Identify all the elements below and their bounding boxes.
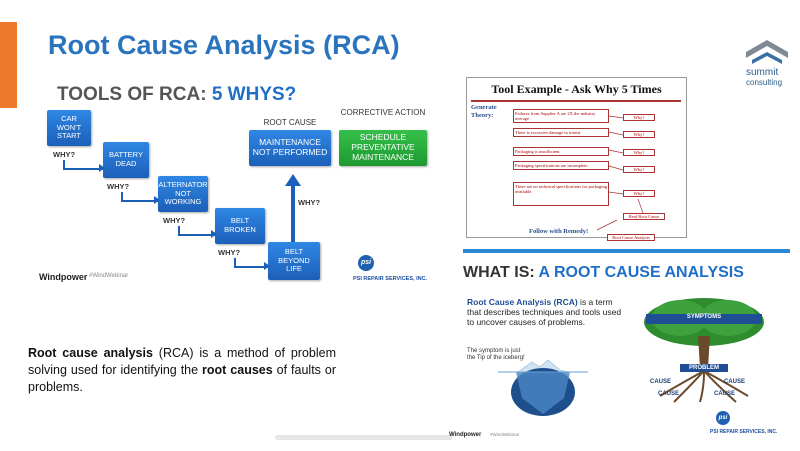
slide-title: Root Cause Analysis (RCA) [48,30,400,60]
connector-arrow [63,160,103,170]
arrow-right-icon [99,164,105,172]
fact-box-1: Failures from Supplier A are 2X the indu… [513,109,609,124]
horizontal-scrollbar[interactable] [275,435,453,440]
what-is-heading: WHAT IS: A ROOT CAUSE ANALYSIS [463,264,744,281]
why-label: WHY? [53,150,76,159]
corrective-action-box: SCHEDULE PREVENTATIVE MAINTENANCE [339,130,427,166]
logo-word-summit: summit [746,67,779,78]
fact-box-4: Packaging specifications are incomplete. [513,161,609,171]
windpower-logo: Windpower [449,432,482,438]
arrow-right-icon [211,230,217,238]
tool-example-panel: Tool Example - Ask Why 5 Times Generate … [466,77,687,241]
fact-box-2: There is excessive damage in transit. [513,128,609,138]
corrective-action-label: CORRECTIVE ACTION [340,108,426,117]
summit-roof-icon [746,40,788,64]
arrow-right-icon [264,262,270,270]
why-label: WHY? [298,198,321,207]
summit-logo: summit consulting [744,36,794,92]
windwebinar-tag: #WindWebinar [89,273,129,279]
why-label: WHY? [163,216,186,225]
rca-box: Root Cause Analysis [607,234,655,241]
five-whys-heading: TOOLS OF RCA: 5 WHYS? [57,84,297,105]
fact-box-5: There are no technical specifications fo… [513,182,609,206]
logo-word-consulting: consulting [746,78,783,87]
tree-illustration [644,298,764,403]
root-cause-box: MAINTENANCE NOT PERFORMED [249,130,331,166]
why-box: Why? [623,166,655,173]
why-box-3: ALTERNATOR NOT WORKING [158,176,208,212]
up-arrow-shaft [291,184,295,242]
problem-label: PROBLEM [689,365,719,371]
accent-bar [0,22,17,108]
cause-label: CAUSE [714,391,736,397]
psi-company-name: PSI REPAIR SERVICES, INC. [710,429,778,435]
why-box-1: CAR WON'T START [47,110,91,146]
cause-label: CAUSE [658,391,680,397]
fact-box-3: Packaging is insufficient. [513,147,609,157]
cause-label: CAUSE [724,379,746,385]
connector-arrow [121,192,158,202]
why-label: WHY? [107,182,130,191]
rca-definition-paragraph: Root cause analysis (RCA) is a method of… [28,346,336,394]
section-divider [463,249,790,253]
windwebinar-tag: #WindWebinar [490,432,520,437]
title-underline [471,100,681,102]
why-box: Why? [623,149,655,156]
arrow-up-icon [285,174,301,186]
root-cause-label: ROOT CAUSE [263,118,317,127]
arrow-right-icon [154,196,160,204]
why-box-5: BELT BEYOND LIFE [268,242,320,280]
why-box: Why? [623,190,655,197]
connector-arrow [178,226,215,236]
why-box-4: BELT BROKEN [215,208,265,244]
connector-arrow [234,258,268,268]
psi-logo: psi [358,255,374,271]
why-box-2: BATTERY DEAD [103,142,149,178]
connector-lines [596,115,644,231]
psi-logo: psi [716,411,730,425]
symptom-note: The symptom is just the Tip of the icebe… [467,348,525,362]
iceberg-illustration [498,359,588,420]
five-whys-panel: TOOLS OF RCA: 5 WHYS? CAR WON'T START BA… [35,80,435,292]
cause-label: CAUSE [650,379,672,385]
windpower-logo: Windpower [39,272,88,282]
symptoms-label: SYMPTOMS [686,314,722,320]
psi-company-name: PSI REPAIR SERVICES, INC. [353,276,428,282]
why-label: WHY? [218,248,241,257]
tool-example-title: Tool Example - Ask Why 5 Times [491,82,662,96]
rca-description: Root Cause Analysis (RCA) is a term that… [467,297,622,328]
real-root-cause-box: Real Root Cause [623,213,665,220]
why-box: Why? [623,131,655,138]
follow-with-remedy: Follow with Remedy! [529,228,589,235]
why-box: Why? [623,114,655,121]
generate-theory-label: Generate Theory: [471,104,497,119]
